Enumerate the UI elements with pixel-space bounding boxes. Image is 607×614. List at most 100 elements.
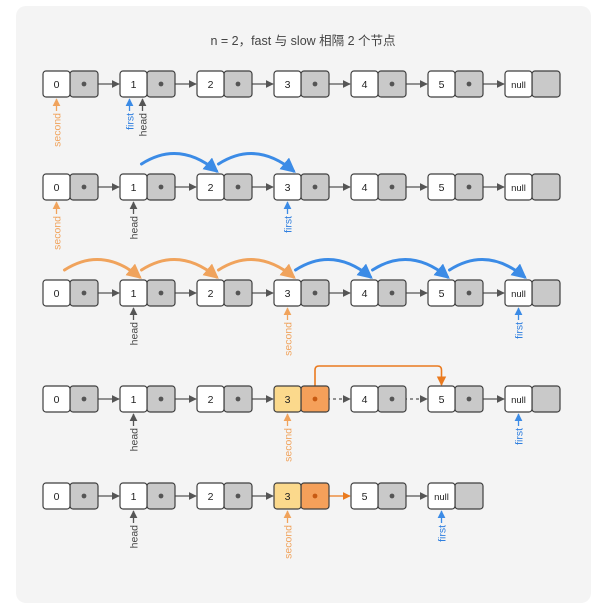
node-value-cell: [273, 173, 302, 201]
diagram-title: n = 2，fast 与 slow 相隔 2 个节点: [210, 34, 395, 48]
node-value-label: 4: [362, 182, 368, 194]
node-value-cell: [42, 385, 71, 413]
node-next-cell: [531, 70, 561, 98]
pointer-label-second: second: [283, 322, 295, 356]
list-node: 4: [350, 70, 407, 98]
pointer-label-second: second: [52, 113, 64, 147]
list-node: 4: [350, 173, 407, 201]
list-node: 2: [196, 385, 253, 413]
node-pointer-dot: [235, 184, 241, 190]
node-value-cell: [119, 385, 148, 413]
node-value-label: 1: [131, 182, 137, 194]
move-arc: [294, 258, 373, 279]
list-node: 0: [42, 173, 99, 201]
node-value-cell: [196, 482, 225, 510]
node-pointer-dot: [235, 493, 241, 499]
node-value-label: 5: [439, 79, 445, 91]
pointer-label-first: first: [514, 322, 526, 339]
node-pointer-dot: [389, 396, 395, 402]
node-value-label: 5: [362, 491, 368, 503]
node-value-label: 5: [439, 182, 445, 194]
node-pointer-dot: [158, 396, 164, 402]
node-value-cell: [504, 70, 533, 98]
list-node: 0: [42, 385, 99, 413]
pointer-label-second: second: [283, 525, 295, 559]
node-value-label: null: [511, 289, 526, 300]
list-node: 3: [273, 385, 330, 413]
node-value-label: 0: [54, 394, 60, 406]
node-value-label: 2: [208, 394, 214, 406]
list-node: 5: [427, 70, 484, 98]
node-value-label: 0: [54, 491, 60, 503]
node-value-label: 2: [208, 491, 214, 503]
node-value-cell: [196, 279, 225, 307]
node-value-label: 3: [285, 491, 291, 503]
list-node: 1: [119, 70, 176, 98]
node-value-label: 4: [362, 394, 368, 406]
pointer-label-second: second: [52, 216, 64, 250]
node-value-label: 1: [131, 288, 137, 300]
pointer-label-first: first: [283, 216, 295, 233]
node-value-cell: [427, 482, 456, 510]
node-value-cell: [427, 385, 456, 413]
list-node: 5: [427, 173, 484, 201]
list-node: 0: [42, 482, 99, 510]
list-node: null: [504, 173, 561, 201]
node-pointer-dot: [81, 493, 87, 499]
node-value-label: 3: [285, 288, 291, 300]
node-value-label: 1: [131, 394, 137, 406]
pointer-label-head: head: [138, 113, 150, 137]
node-value-cell: [42, 482, 71, 510]
node-value-label: 2: [208, 79, 214, 91]
node-value-cell: [273, 70, 302, 98]
node-next-cell: [531, 385, 561, 413]
node-pointer-dot: [389, 184, 395, 190]
node-value-label: null: [511, 183, 526, 194]
list-node: 5: [350, 482, 407, 510]
node-value-cell: [504, 385, 533, 413]
node-pointer-dot: [81, 290, 87, 296]
list-node: 3: [273, 279, 330, 307]
node-value-label: null: [511, 80, 526, 91]
node-value-cell: [119, 173, 148, 201]
list-node: 1: [119, 482, 176, 510]
node-next-cell: [454, 482, 484, 510]
node-value-cell: [350, 70, 379, 98]
list-node: null: [504, 385, 561, 413]
node-pointer-dot: [81, 81, 87, 87]
move-arc: [371, 258, 450, 279]
node-value-cell: [427, 279, 456, 307]
list-node: 3: [273, 173, 330, 201]
pointer-label-second: second: [283, 428, 295, 462]
node-value-cell: [42, 70, 71, 98]
node-value-label: 5: [439, 288, 445, 300]
node-value-label: 3: [285, 182, 291, 194]
list-node: 1: [119, 173, 176, 201]
list-node: 3: [273, 70, 330, 98]
pointer-label-head: head: [129, 216, 141, 240]
node-value-cell: [427, 173, 456, 201]
node-value-cell: [350, 482, 379, 510]
node-value-cell: [350, 385, 379, 413]
node-value-label: 2: [208, 288, 214, 300]
node-value-cell: [350, 173, 379, 201]
node-pointer-dot: [158, 81, 164, 87]
move-arc: [448, 258, 527, 279]
node-pointer-dot: [81, 396, 87, 402]
node-pointer-dot: [312, 493, 318, 499]
node-value-cell: [273, 385, 302, 413]
pointer-label-first: first: [514, 428, 526, 445]
node-value-cell: [350, 279, 379, 307]
node-pointer-dot: [158, 290, 164, 296]
pointer-label-head: head: [129, 525, 141, 549]
node-pointer-dot: [389, 290, 395, 296]
node-value-cell: [196, 70, 225, 98]
node-value-cell: [273, 482, 302, 510]
move-arc: [217, 258, 296, 279]
list-node: 5: [427, 385, 484, 413]
